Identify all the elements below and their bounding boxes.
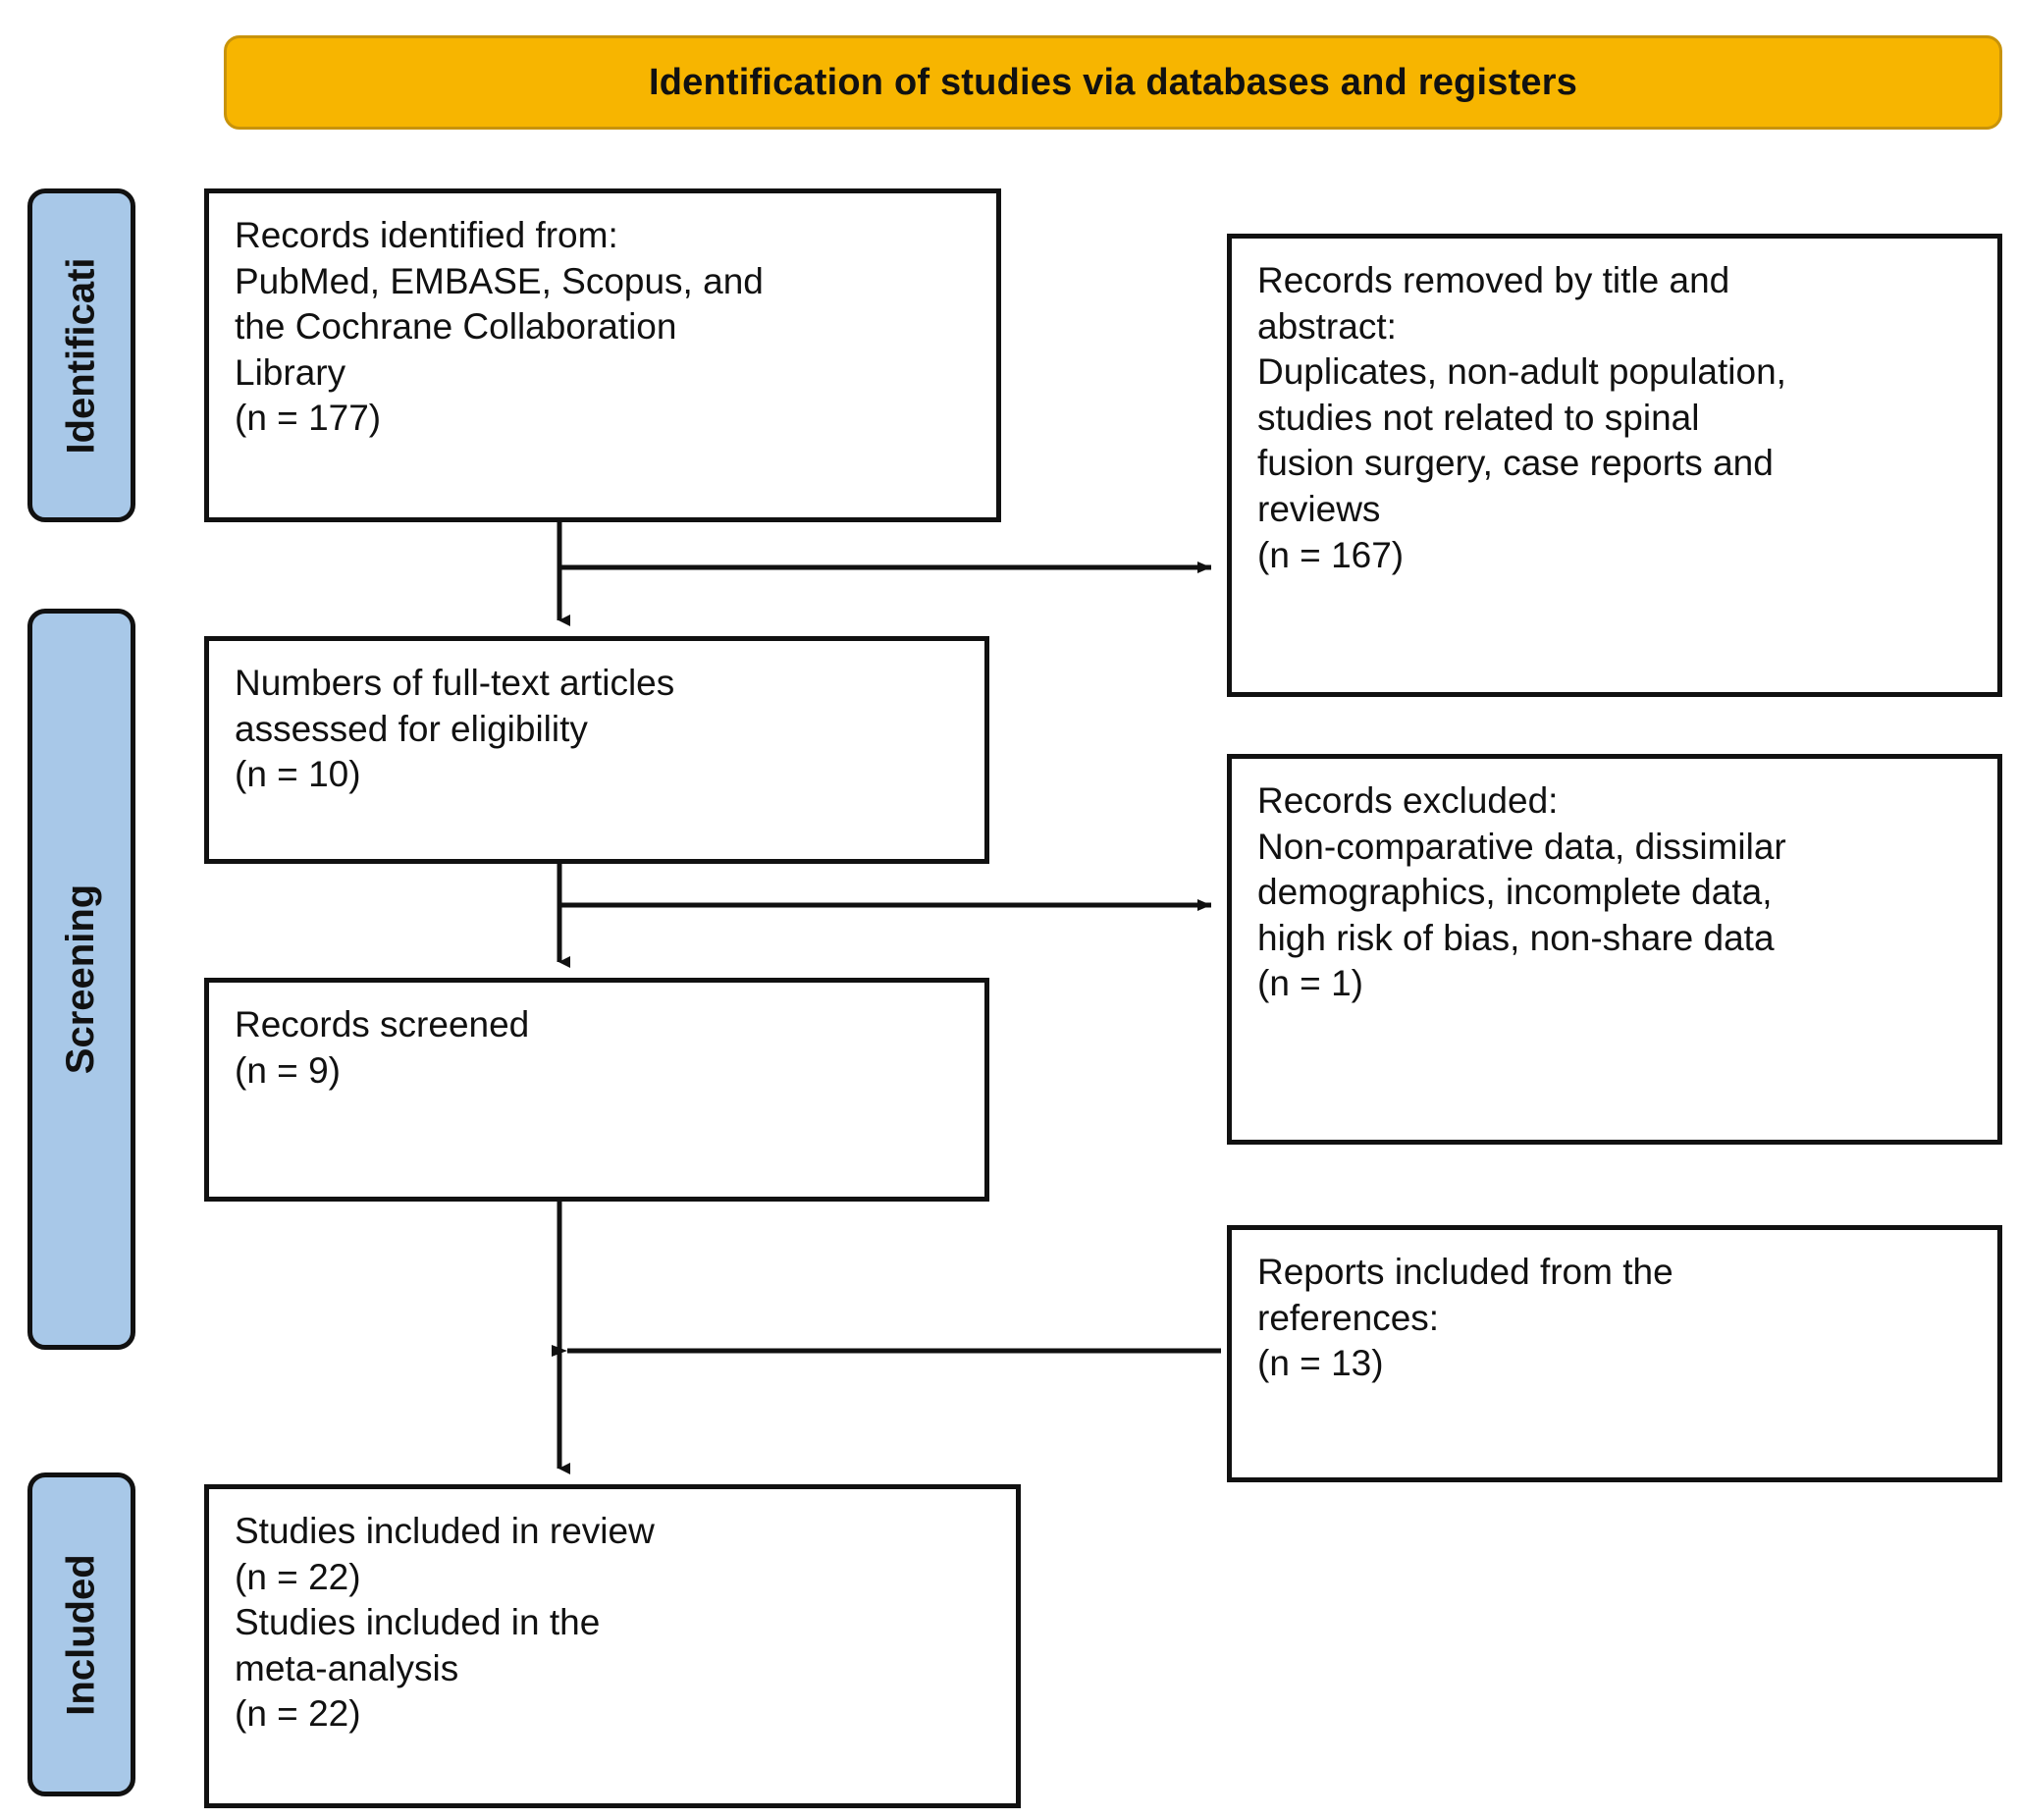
box-records-excluded: Records excluded: Non-comparative data, … bbox=[1227, 754, 2002, 1145]
box-records-identified: Records identified from: PubMed, EMBASE,… bbox=[204, 188, 1001, 522]
box-fulltext-assessed-text: Numbers of full-text articles assessed f… bbox=[235, 663, 675, 795]
page-title: Identification of studies via databases … bbox=[648, 61, 1578, 103]
stage-label-screening-text: Screening bbox=[59, 883, 103, 1075]
stage-label-identification: Identificati bbox=[27, 188, 135, 522]
diagram-title-banner: Identification of studies via databases … bbox=[224, 35, 2002, 130]
stage-label-included-text: Included bbox=[59, 1553, 103, 1716]
stage-label-screening: Screening bbox=[27, 609, 135, 1350]
box-records-screened-text: Records screened (n = 9) bbox=[235, 1004, 530, 1091]
box-records-identified-text: Records identified from: PubMed, EMBASE,… bbox=[235, 215, 764, 439]
box-reports-from-references: Reports included from the references: (n… bbox=[1227, 1225, 2002, 1482]
stage-label-included: Included bbox=[27, 1472, 135, 1796]
box-records-screened: Records screened (n = 9) bbox=[204, 978, 989, 1202]
box-studies-included-text: Studies included in review (n = 22) Stud… bbox=[235, 1511, 655, 1735]
box-records-removed: Records removed by title and abstract: D… bbox=[1227, 234, 2002, 697]
box-records-removed-text: Records removed by title and abstract: D… bbox=[1257, 260, 1786, 575]
box-records-excluded-text: Records excluded: Non-comparative data, … bbox=[1257, 780, 1786, 1004]
box-studies-included: Studies included in review (n = 22) Stud… bbox=[204, 1484, 1021, 1808]
box-reports-from-references-text: Reports included from the references: (n… bbox=[1257, 1252, 1673, 1384]
box-fulltext-assessed: Numbers of full-text articles assessed f… bbox=[204, 636, 989, 864]
stage-label-identification-text: Identificati bbox=[59, 256, 103, 455]
